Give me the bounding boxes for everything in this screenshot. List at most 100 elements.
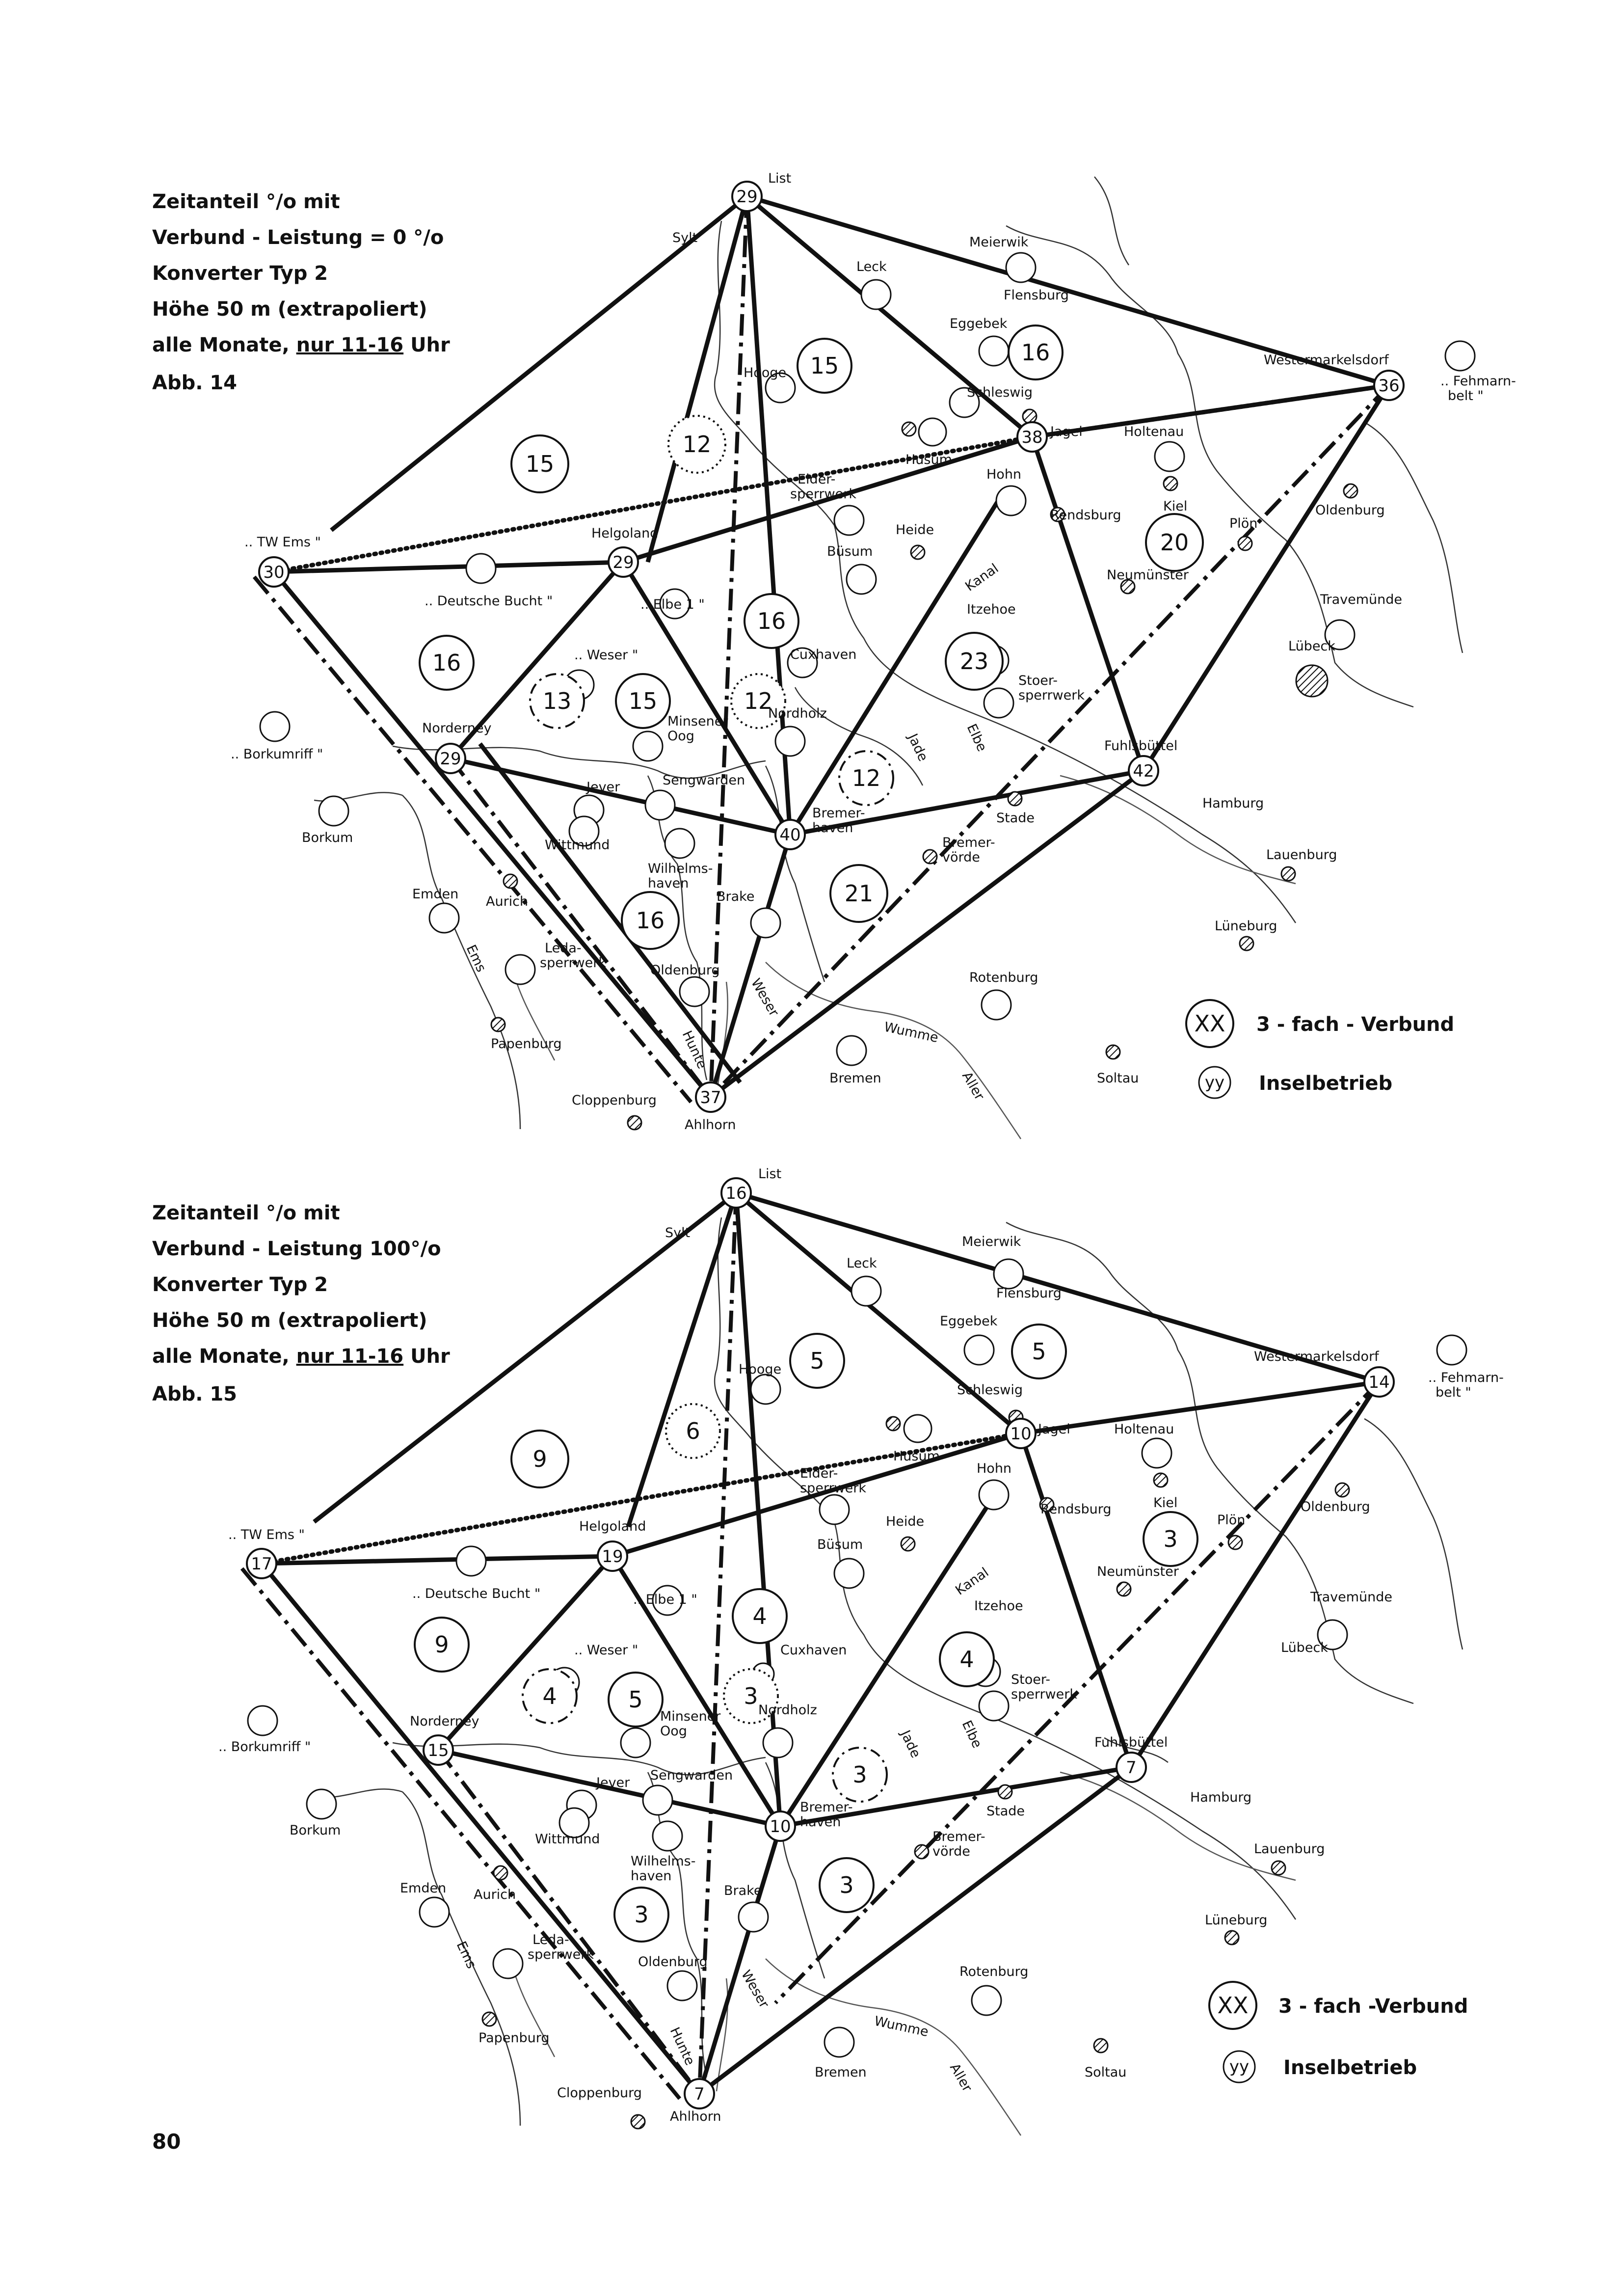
svg-text:Travemünde: Travemünde (1320, 592, 1402, 607)
svg-text:belt ": belt " (1448, 388, 1484, 404)
region-hooge-dotted: 12 (683, 431, 712, 458)
region-wilhelmshaven: 16 (636, 907, 665, 934)
svg-text:Lauenburg: Lauenburg (1266, 847, 1337, 863)
hub-helgoland: 29 (612, 553, 634, 572)
site-oldenburg (679, 976, 710, 1007)
region-itzehoe: 23 (960, 648, 989, 675)
caption-line-5: alle Monate, nur 11-16 Uhr (152, 334, 450, 356)
site-travemuende (1324, 619, 1356, 650)
figure-label: Abb. 14 (152, 372, 238, 394)
region-kiel: 3 (1163, 1526, 1177, 1552)
svg-text:Wumme: Wumme (873, 2014, 930, 2040)
svg-text:haven: haven (812, 820, 853, 836)
place-labels: List Sylt Leck Meierwik Flensburg Eggebe… (218, 1166, 1504, 2124)
site-leda-sperrwerk (505, 954, 536, 985)
svg-text:Stade: Stade (986, 1804, 1025, 1819)
legend-xx-symbol: XX (1194, 1010, 1225, 1037)
region-wilhelmshaven: 3 (634, 1901, 648, 1928)
site-cloppenburg-hatched (627, 1115, 642, 1131)
svg-text:Fuhlsbüttel: Fuhlsbüttel (1094, 1735, 1168, 1750)
svg-text:sperrwerk: sperrwerk (1018, 688, 1085, 703)
svg-text:Elbe: Elbe (959, 1718, 985, 1751)
svg-text:.. Elbe 1 ": .. Elbe 1 " (640, 597, 705, 612)
site-papenburg-hatched (490, 1017, 506, 1032)
svg-text:Emden: Emden (412, 887, 458, 902)
hub-fuhlsbuettel: 7 (1126, 1758, 1137, 1778)
svg-text:.. TW Ems ": .. TW Ems " (228, 1527, 305, 1542)
site-eidersperrwerk (833, 505, 865, 536)
region-elbe1: 4 (752, 1603, 767, 1629)
region-eggebek: 5 (1032, 1338, 1046, 1365)
legend-xx-label: 3 - fach - Verbund (1256, 1013, 1454, 1036)
svg-text:Jagel: Jagel (1037, 1422, 1070, 1437)
site-heide-hatched (910, 544, 926, 560)
hub-norderney: 15 (427, 1741, 449, 1760)
svg-text:Stade: Stade (996, 810, 1035, 826)
legend-xx-label: 3 - fach -Verbund (1278, 1995, 1468, 2018)
svg-text:Lübeck: Lübeck (1288, 639, 1335, 654)
svg-text:Hamburg: Hamburg (1190, 1790, 1251, 1805)
region-bremerhaven-dashed: 12 (852, 765, 881, 791)
svg-text:vörde: vörde (942, 850, 980, 865)
svg-text:Helgoland: Helgoland (591, 526, 658, 541)
svg-text:Rendsburg: Rendsburg (1050, 508, 1121, 523)
svg-text:Aurich: Aurich (486, 894, 528, 909)
svg-text:Bremen: Bremen (829, 1071, 881, 1086)
svg-text:Ahlhorn: Ahlhorn (670, 2109, 721, 2124)
site-fehmarnbelt (1444, 340, 1476, 372)
site-soltau-hatched (1105, 1044, 1121, 1060)
site-luebeck-hatched (1295, 664, 1329, 698)
page-number: 80 (152, 2130, 181, 2154)
site-husum (918, 417, 947, 447)
region-eggebek: 16 (1021, 339, 1050, 366)
site-oldenburg-hatched (1343, 483, 1358, 499)
svg-text:Eggebek: Eggebek (950, 316, 1008, 331)
hub-fuhlsbuettel: 42 (1133, 761, 1154, 781)
site-schleswig (949, 387, 980, 418)
hub-ahlhorn: 7 (694, 2084, 705, 2104)
svg-text:haven: haven (631, 1868, 671, 1884)
svg-text:Oldenburg: Oldenburg (650, 963, 720, 978)
svg-text:Leda-: Leda- (545, 941, 582, 956)
site-stade-hatched (1007, 791, 1023, 807)
svg-text:Eider-: Eider- (798, 472, 835, 487)
svg-text:Westermarkelsdorf: Westermarkelsdorf (1264, 352, 1389, 368)
svg-text:Fuhlsbüttel: Fuhlsbüttel (1104, 738, 1177, 754)
caption-line-1: Zeitanteil °/o mit (152, 1202, 340, 1224)
region-weser-dashed: 4 (542, 1683, 557, 1709)
svg-text:Norderney: Norderney (422, 721, 491, 736)
svg-text:haven: haven (800, 1814, 841, 1830)
caption-line-3: Konverter Typ 2 (152, 262, 328, 285)
svg-text:.. Weser ": .. Weser " (574, 648, 638, 663)
svg-text:Aller: Aller (947, 2061, 975, 2095)
svg-text:Leda-: Leda- (532, 1932, 569, 1947)
hub-jagel: 10 (1010, 1424, 1031, 1444)
site-nordholz (774, 726, 806, 757)
svg-text:Kanal: Kanal (962, 561, 1001, 594)
svg-text:Jade: Jade (905, 730, 931, 764)
map-abb-15: 9 5 6 5 3 9 4 5 4 3 4 3 3 3 16 14 10 17 … (218, 1166, 1504, 2136)
region-brake: 3 (839, 1872, 853, 1898)
site-meierwik (1005, 252, 1037, 283)
svg-text:Ems: Ems (453, 1939, 479, 1971)
svg-text:sperrwerk: sperrwerk (1011, 1687, 1077, 1702)
svg-text:.. Fehmarn-: .. Fehmarn- (1428, 1370, 1504, 1385)
hub-tw-ems: 30 (263, 563, 284, 582)
site-hohn (995, 485, 1027, 516)
legend: XX 3 - fach - Verbund yy Inselbetrieb (1185, 999, 1454, 1099)
caption-line-4: Höhe 50 m (extrapoliert) (152, 1309, 427, 1332)
svg-text:sperrwerk: sperrwerk (790, 486, 856, 502)
region-brake: 21 (845, 880, 874, 907)
hub-westermarkelsdorf: 36 (1378, 376, 1399, 396)
svg-text:sperrwerk: sperrwerk (540, 955, 606, 971)
hub-list: 29 (736, 187, 757, 207)
caption-abb-15: Zeitanteil °/o mit Verbund - Leistung 10… (152, 1195, 450, 1412)
svg-text:Holtenau: Holtenau (1124, 424, 1184, 439)
caption-line-2: Verbund - Leistung 100°/o (152, 1238, 441, 1260)
svg-text:Wittmund: Wittmund (545, 837, 610, 853)
svg-text:.. Deutsche Bucht ": .. Deutsche Bucht " (425, 594, 553, 609)
svg-text:Hamburg: Hamburg (1202, 796, 1264, 811)
svg-text:Bremen: Bremen (815, 2065, 867, 2080)
svg-text:Schleswig: Schleswig (967, 385, 1033, 400)
